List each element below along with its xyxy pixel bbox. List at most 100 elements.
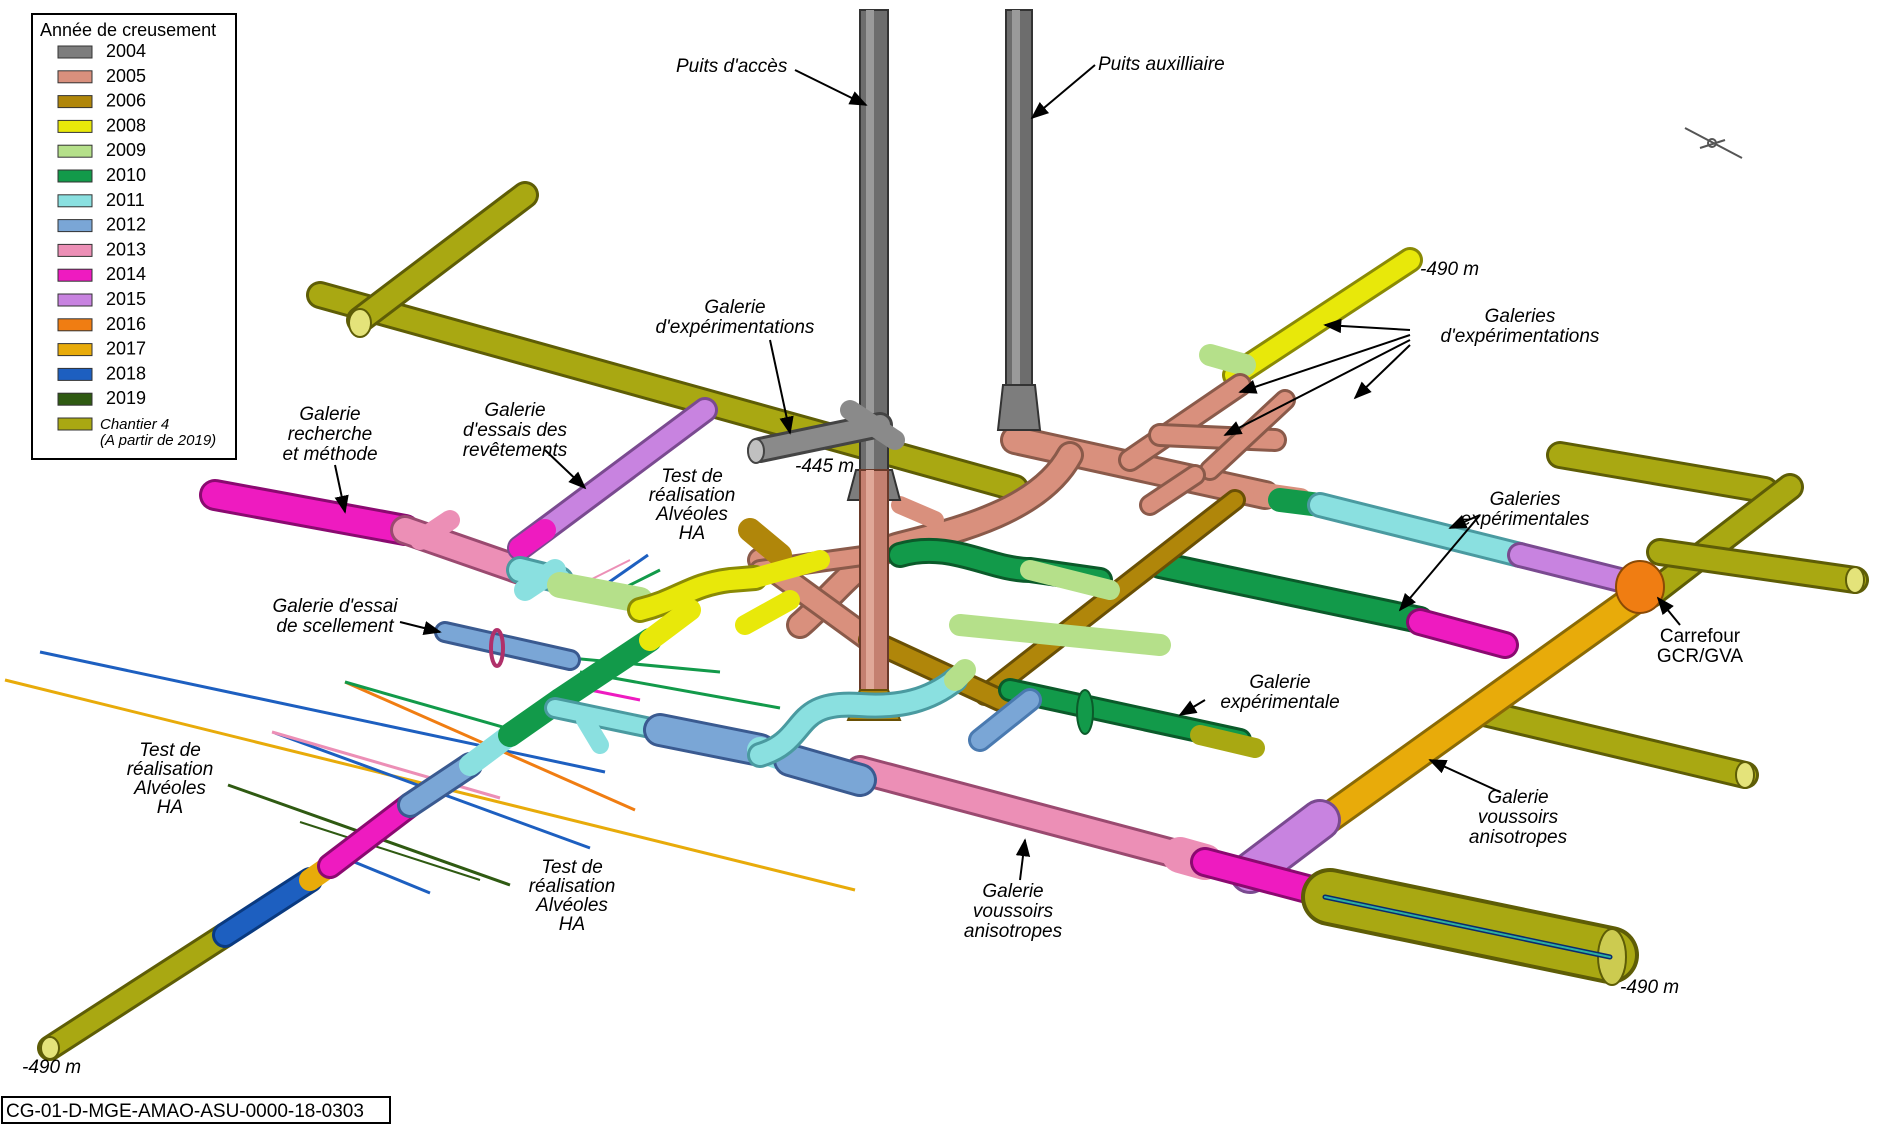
legend-label: 2015 [106, 289, 146, 309]
legend-label: 2014 [106, 264, 146, 284]
legend-box [31, 13, 237, 460]
legend-label: 2013 [106, 239, 146, 259]
label-gva-right-1: Galerie [1487, 787, 1548, 808]
legend-label: Chantier 4 [100, 416, 169, 433]
label-gva-bottom-1: Galerie [982, 881, 1043, 902]
label-test-top-2: réalisation [649, 485, 736, 506]
label-grm-2: recherche [288, 424, 373, 445]
label-test-left-4: HA [157, 797, 183, 818]
legend-swatch [57, 293, 93, 307]
label-depth-490-bottom-right: -490 m [1620, 977, 1679, 998]
gallery-2008-upper [1199, 247, 1423, 388]
legend-item: 2006 [57, 91, 146, 111]
label-galeries-exp-1: Galeries [1485, 306, 1556, 327]
legend-label: 2004 [106, 41, 146, 61]
legend-title: Année de creusement [40, 20, 216, 40]
legend-swatch [57, 343, 93, 357]
legend-swatch [57, 169, 93, 183]
label-ger-3: revêtements [463, 440, 568, 461]
label-depth-490-top-right: -490 m [1420, 259, 1479, 280]
labels: Puits d'accès Puits auxilliaire Galerie … [22, 54, 1743, 1078]
label-grm-3: et méthode [282, 444, 377, 465]
alveole-boreholes [4, 553, 856, 895]
reference-code: CG-01-D-MGE-AMAO-ASU-0000-18-0303 [6, 1101, 364, 1122]
left-network [37, 397, 976, 1061]
legend-swatch [57, 243, 93, 257]
label-galeries-exp-2: d'expérimentations [1441, 326, 1600, 347]
legend-label: 2016 [106, 314, 146, 334]
label-test-left-2: réalisation [127, 759, 214, 780]
label-carrefour-2: GCR/GVA [1657, 646, 1744, 667]
legend-item: 2010 [57, 165, 146, 185]
label-test-mid-1: Test de [541, 857, 603, 878]
legend-item: Chantier 4(A partir de 2019) [57, 416, 216, 449]
annotations [334, 64, 1681, 881]
legend-swatch [57, 45, 93, 59]
label-depth-490-bottom-left: -490 m [22, 1057, 81, 1078]
legend-item: 2005 [57, 66, 146, 86]
label-grm-1: Galerie [299, 404, 360, 425]
gallery-2006-diagonal [738, 489, 1246, 712]
legend-swatch [57, 367, 93, 381]
legend-item: 2009 [57, 140, 146, 160]
legend-label: 2019 [106, 388, 146, 408]
label-gexp-single-1: Galerie [1249, 672, 1310, 693]
legend-swatch [57, 417, 93, 431]
orientation-icon [1684, 127, 1743, 159]
legend-label: 2006 [106, 91, 146, 111]
label-puits-acces: Puits d'accès [676, 56, 788, 77]
legend-swatch [57, 70, 93, 84]
label-test-left-1: Test de [139, 740, 201, 761]
legend-item: 2012 [57, 215, 146, 235]
label-test-top-4: HA [679, 523, 705, 544]
label-test-top-1: Test de [661, 466, 723, 487]
reference-box: CG-01-D-MGE-AMAO-ASU-0000-18-0303 [1, 1096, 391, 1124]
legend-swatch [57, 318, 93, 332]
legend-label: 2010 [106, 165, 146, 185]
legend-label: 2011 [106, 190, 145, 210]
chantier4-main-gallery [306, 181, 1029, 502]
legend-item: 2011 [57, 190, 145, 210]
legend-swatch [57, 268, 93, 282]
label-ger-2: d'essais des [463, 420, 567, 441]
label-test-top-3: Alvéoles [655, 504, 728, 525]
gva-bottom-gallery [845, 755, 1639, 986]
legend-swatch [57, 219, 93, 233]
label-gexpl-1: Galeries [1490, 489, 1561, 510]
gallery-2004-stub [747, 400, 905, 464]
label-test-mid-4: HA [559, 914, 585, 935]
label-gexpl-2: expérimentales [1461, 509, 1590, 530]
legend-sublabel: (A partir de 2019) [100, 432, 216, 449]
legend-swatch [57, 144, 93, 158]
legend-label: 2005 [106, 66, 146, 86]
label-gva-right-3: anisotropes [1469, 827, 1568, 848]
label-depth-445: -445 m [795, 456, 854, 477]
legend-item: 2014 [57, 264, 146, 284]
label-gexp-single-2: expérimentale [1220, 692, 1339, 713]
legend-label: 2008 [106, 115, 146, 135]
chantier4-right-galleries [1466, 441, 1869, 789]
legend-label: 2012 [106, 215, 146, 235]
legend-swatch [57, 119, 93, 133]
reference-frame [1, 1096, 391, 1124]
legend-swatch [57, 392, 93, 406]
legend-item: 2017 [57, 339, 146, 359]
label-puits-auxilliaire: Puits auxilliaire [1098, 54, 1225, 75]
legend-item: 2013 [57, 239, 146, 259]
legend-swatch [57, 95, 93, 109]
right-experimental-galleries [1146, 488, 1633, 659]
shafts [846, 9, 1042, 721]
label-ges-2: de scellement [276, 616, 394, 637]
legend-item: 2019 [57, 388, 146, 408]
label-gva-bottom-3: anisotropes [964, 921, 1063, 942]
label-galerie-exp-2: d'expérimentations [656, 317, 815, 338]
label-test-mid-3: Alvéoles [535, 895, 608, 916]
legend-item: 2016 [57, 314, 146, 334]
label-test-mid-2: réalisation [529, 876, 616, 897]
label-carrefour-1: Carrefour [1660, 626, 1741, 647]
legend-label: 2018 [106, 363, 146, 383]
legend-item: 2018 [57, 363, 146, 383]
label-ges-1: Galerie d'essai [272, 596, 398, 617]
legend-swatch [57, 194, 93, 208]
